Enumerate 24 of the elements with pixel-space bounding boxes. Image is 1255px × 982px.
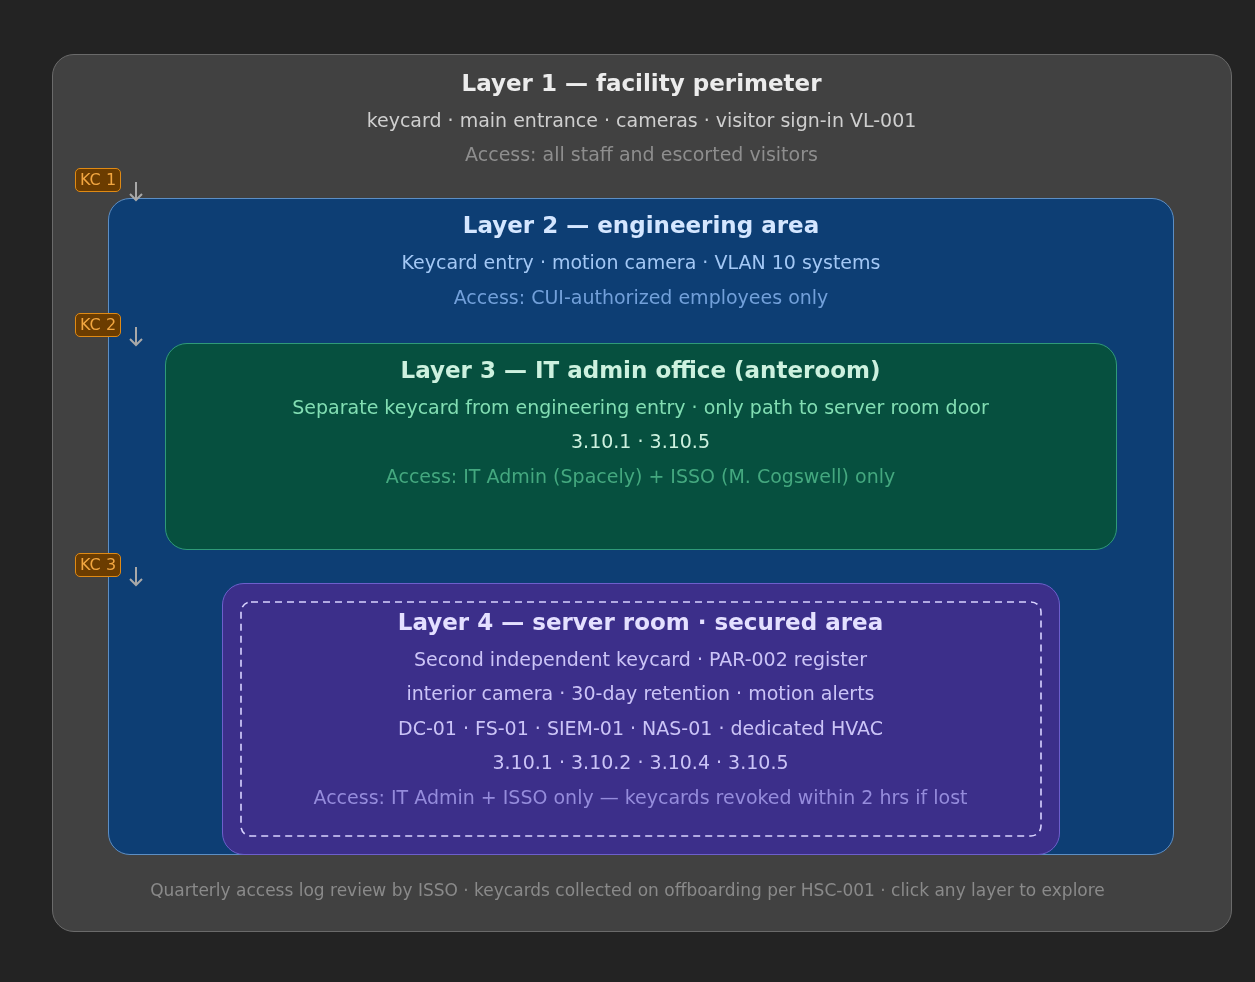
- access-note: Access: CUI-authorized employees only: [452, 284, 830, 309]
- access-note: Access: all staff and escorted visitors: [464, 142, 819, 166]
- layer-title: Layer 4 — server room · secured area: [396, 607, 885, 636]
- footer-note: Quarterly access log review by ISSO · keycards collected on offboarding per HSC-001 · click any layer to explore: [149, 880, 1106, 900]
- layer-detail: DC-01 · FS-01 · SIEM-01 · NAS-01 · dedicated HVAC: [397, 715, 884, 740]
- key-card-badge: KC 2: [75, 313, 122, 337]
- key-card-badge: KC 1: [75, 168, 122, 192]
- layer-detail: 3.10.1 · 3.10.5: [570, 429, 711, 453]
- layer-description: Second independent keycard · PAR-002 register: [412, 646, 869, 671]
- access-note: Access: IT Admin + ISSO only — keycards revoked within 2 hrs if lost: [312, 784, 969, 809]
- access-note: Access: IT Admin (Spacely) + ISSO (M. Cogswell) only: [384, 463, 897, 488]
- layer-title: Layer 3 — IT admin office (anteroom): [399, 355, 882, 384]
- layer-detail: interior camera · 30-day retention · motion alerts: [405, 681, 876, 705]
- layer-zone: [221, 582, 1060, 855]
- layer-description: Separate keycard from engineering entry · only path to server room door: [291, 394, 990, 419]
- layer-description: keycard · main entrance · cameras · visitor sign-in VL-001: [365, 107, 918, 132]
- layer-zone: [164, 342, 1117, 550]
- layer-title: Layer 2 — engineering area: [461, 211, 821, 239]
- layer-zone: [108, 198, 1174, 855]
- key-card-badge: KC 3: [75, 553, 122, 577]
- layer-description: Keycard entry · motion camera · VLAN 10 systems: [400, 250, 882, 274]
- layer-title: Layer 1 — facility perimeter: [460, 68, 823, 97]
- layer-zone: [51, 53, 1232, 932]
- layer-detail: 3.10.1 · 3.10.2 · 3.10.4 · 3.10.5: [491, 750, 790, 774]
